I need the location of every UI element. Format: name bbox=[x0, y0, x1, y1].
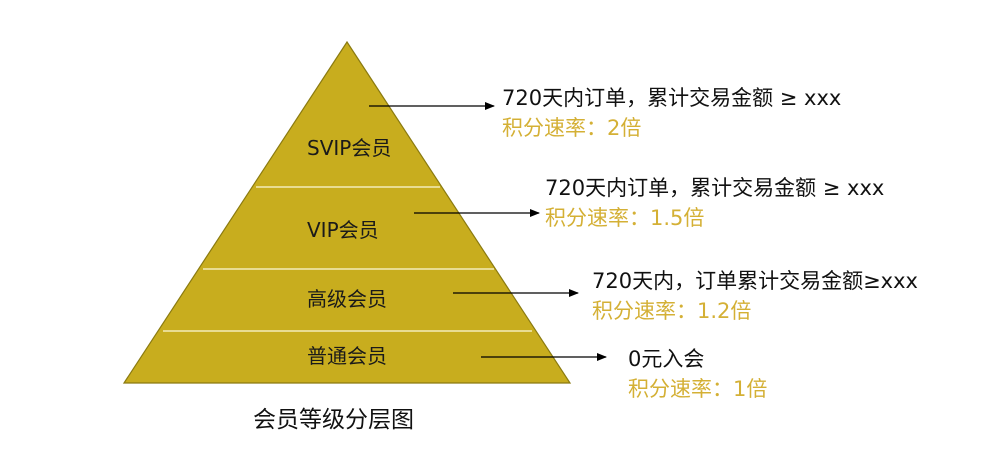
regular-condition: 0元入会 bbox=[628, 347, 704, 371]
tier-label-regular: 普通会员 bbox=[307, 344, 387, 368]
senior-condition: 720天内，订单累计交易金额≥xxx bbox=[592, 269, 918, 293]
tier-label-svip: SVIP会员 bbox=[307, 136, 391, 160]
svip-condition: 720天内订单，累计交易金额 ≥ xxx bbox=[502, 86, 841, 110]
vip-condition: 720天内订单，累计交易金额 ≥ xxx bbox=[545, 176, 884, 200]
tier-label-senior: 高级会员 bbox=[307, 287, 387, 311]
diagram-caption: 会员等级分层图 bbox=[253, 407, 414, 433]
vip-rate: 积分速率：1.5倍 bbox=[545, 206, 704, 230]
senior-rate: 积分速率：1.2倍 bbox=[592, 299, 751, 323]
tier-label-vip: VIP会员 bbox=[307, 218, 379, 242]
svip-rate: 积分速率：2倍 bbox=[502, 116, 641, 140]
regular-rate: 积分速率：1倍 bbox=[628, 377, 767, 401]
